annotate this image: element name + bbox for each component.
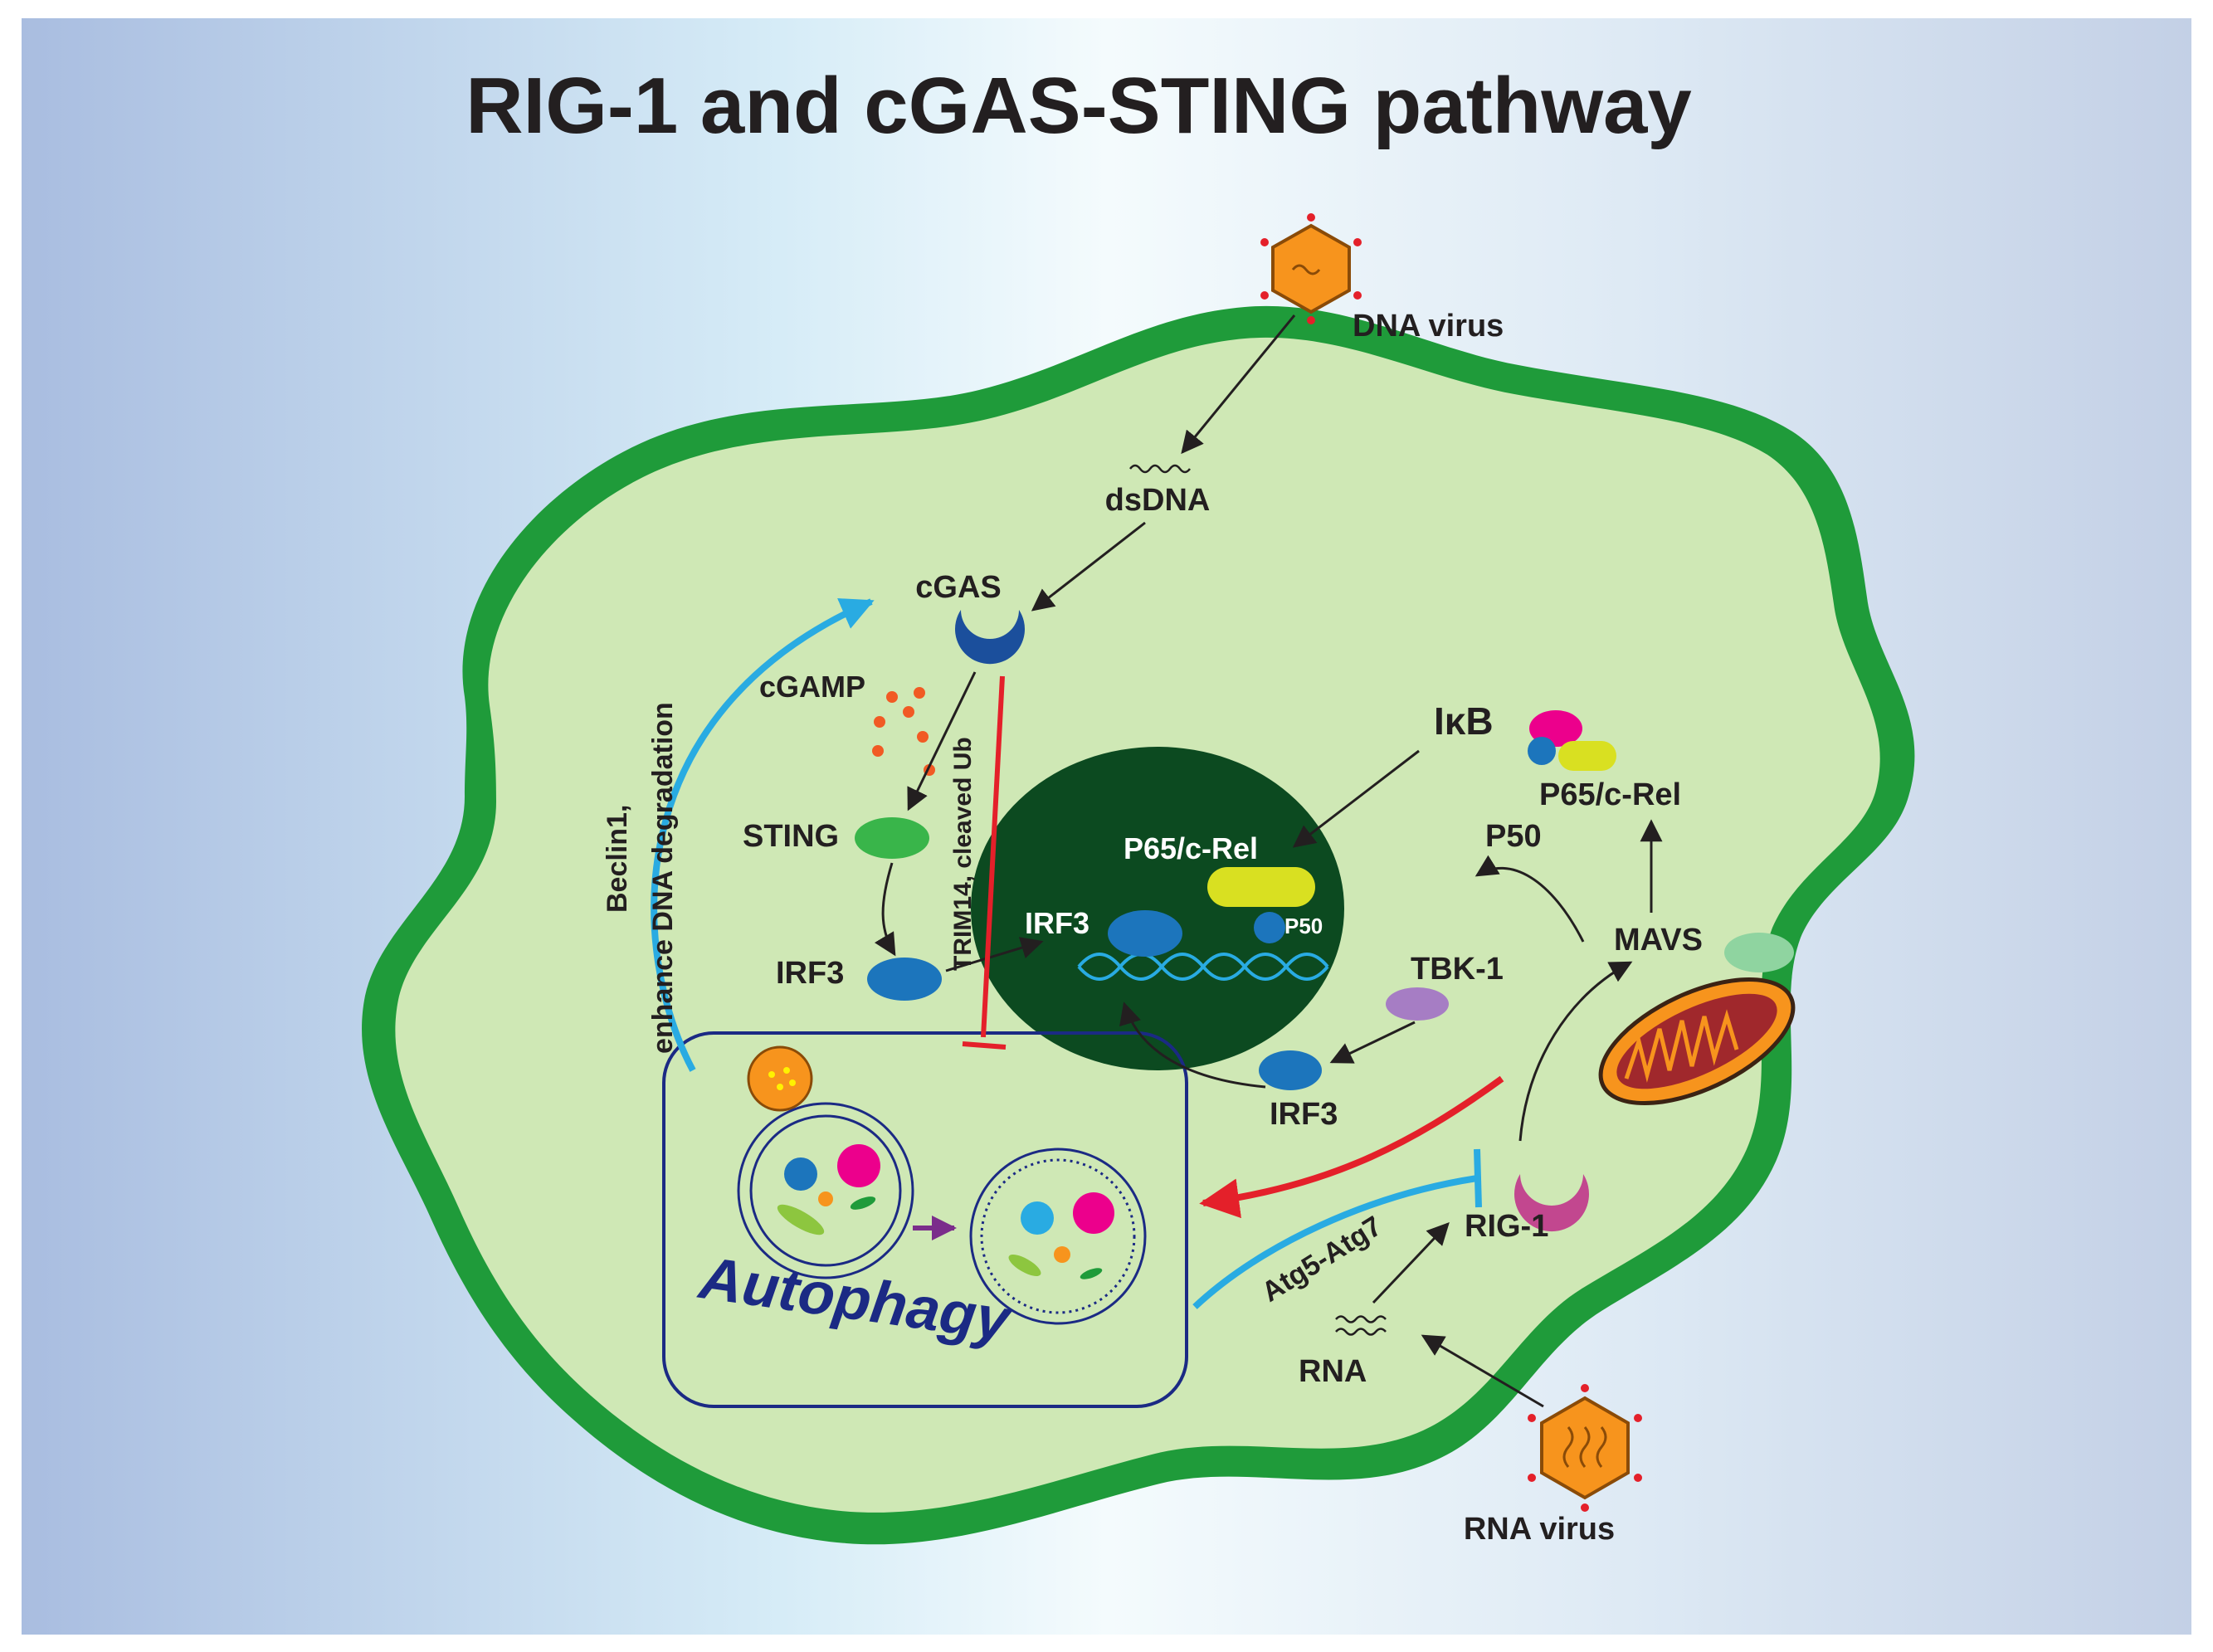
arrow-dsdna-to-cgas [1031,521,1146,612]
lysosome-icon [747,1045,813,1112]
irf3-nucleus-shape [1108,910,1182,957]
nucleus [971,747,1344,1070]
rig1-shape [1514,1174,1590,1232]
autophagy-box [662,1031,1188,1408]
dna-virus-label: DNA virus [1353,309,1504,344]
arrow-irf3-to-nucleus [945,937,1044,972]
rna-label: RNA [1299,1354,1367,1389]
arrow-sting-to-irf3 [874,862,896,957]
atg-inhibition-line [1192,1175,1478,1309]
p65-nucleus-shape [1207,867,1315,907]
arrow-tbk1-to-irf3 [1329,1021,1416,1064]
cgamp-dots [872,687,935,776]
beclin-label-line2: enhance DNA degradation [647,702,679,1054]
rig1-label: RIG-1 [1465,1209,1548,1244]
autolysosome-icon [969,1148,1147,1325]
irf3-nucleus-label: IRF3 [1025,906,1089,940]
cgamp-label: cGAMP [759,670,865,704]
arrow-cgas-to-sting [907,671,977,811]
p50-nucleus-shape [1254,912,1285,943]
figure-title: RIG-1 and cGAS-STING pathway [466,61,1692,150]
rna-virus-icon [1528,1384,1642,1512]
irf3-left-label: IRF3 [776,956,844,991]
arrow-virus-to-dsdna [1181,314,1296,455]
p50-cyto-shape [1528,737,1556,765]
beclin-arrow [651,598,875,1072]
ikb-label: IκB [1434,699,1494,743]
arrow-rna-to-rig1 [1372,1222,1450,1304]
trim14-inhibition-line [981,675,1005,1038]
irf3-left-shape [867,958,942,1001]
mavs-label: MAVS [1614,923,1703,958]
rig1-to-autophagy-arrow [1199,1075,1504,1219]
activation-arrows [874,314,1663,1408]
mavs-shape [1724,933,1794,972]
arrow-rig1-to-mavs [1518,961,1633,1142]
trim14-label: TRIM14, cleaved Ub [949,737,977,971]
p65-cyto-shape [1558,741,1616,771]
arrow-virus-to-rna [1421,1334,1544,1408]
p50-cyto-label: P50 [1485,819,1542,854]
tbk1-shape [1386,987,1449,1021]
tbk1-label: TBK-1 [1411,952,1504,987]
irf3-right-label: IRF3 [1270,1097,1338,1132]
p65-nucleus-label: P65/c-Rel [1124,831,1258,865]
dna-virus-icon [1260,213,1362,324]
cgas-shape [955,610,1026,665]
rna-strand-icon [1335,1315,1387,1323]
mitochondrion-icon [1598,977,1796,1106]
arrow-irf3-to-nucleus-right [1119,1001,1266,1089]
atg-inhibition-bar [1474,1148,1482,1208]
rna-virus-label: RNA virus [1464,1512,1615,1547]
sting-shape [855,817,929,859]
beclin-label-line1: Beclin1, [602,805,633,913]
rna-strand-icon-2 [1335,1328,1387,1336]
p50-nucleus-label: P50 [1284,914,1323,938]
arrow-ikb-to-nucleus [1292,749,1420,848]
arrow-mavs-to-tbk1 [1475,855,1585,943]
sting-label: STING [743,819,839,854]
dsdna-label: dsDNA [1105,483,1211,518]
autophagosome-icon [737,1102,914,1279]
p65-cyto-label: P65/c-Rel [1539,777,1681,812]
dsdna-strand-icon [1129,464,1191,474]
cgas-label: cGAS [915,570,1001,605]
dna-helix [1077,953,1329,981]
irf3-right-shape [1259,1050,1322,1090]
trim14-inhibition-bar [962,1041,1007,1050]
